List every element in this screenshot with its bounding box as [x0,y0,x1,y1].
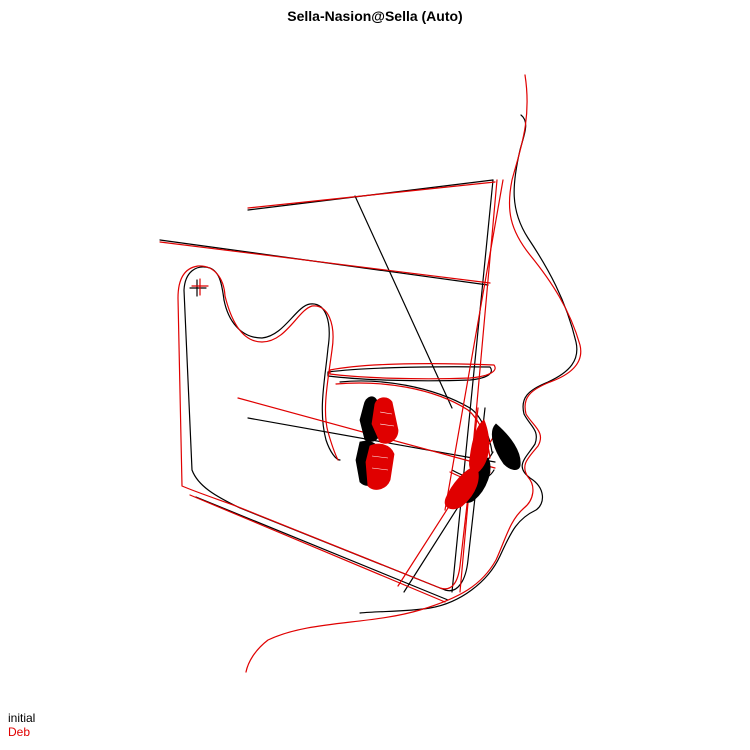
palatal-outline [329,363,496,380]
legend-item-initial: initial [8,711,36,725]
upper-incisor-initial [491,423,521,470]
facial-axis-line [444,179,504,511]
lower-molar-deb [365,443,395,490]
mandibular-plane-line [195,496,449,601]
frankfort-horizontal-line [159,241,491,284]
facial-plane-line [459,179,498,593]
tracing-initial [159,114,578,614]
lower-incisor-deb [444,465,479,510]
mandibular-plane-line [189,494,446,603]
ramus-sigmoid-notch [224,295,339,461]
soft-tissue-profile [359,114,578,614]
page-title: Sella-Nasion@Sella (Auto) [287,8,463,24]
teeth-deb [365,397,490,510]
upper-molar-deb [371,397,399,444]
y-axis-line [354,195,453,409]
sn-reference-line [247,181,496,209]
mandible-outline [177,265,479,590]
legend-item-deb: Deb [8,725,31,739]
facial-plane-line [451,179,494,593]
teeth-crown-outlines [371,411,395,471]
legend: initial Deb [8,711,35,739]
tracing-deb [159,74,582,673]
ramus-sigmoid-notch [223,299,341,461]
soft-tissue-profile [245,74,582,673]
